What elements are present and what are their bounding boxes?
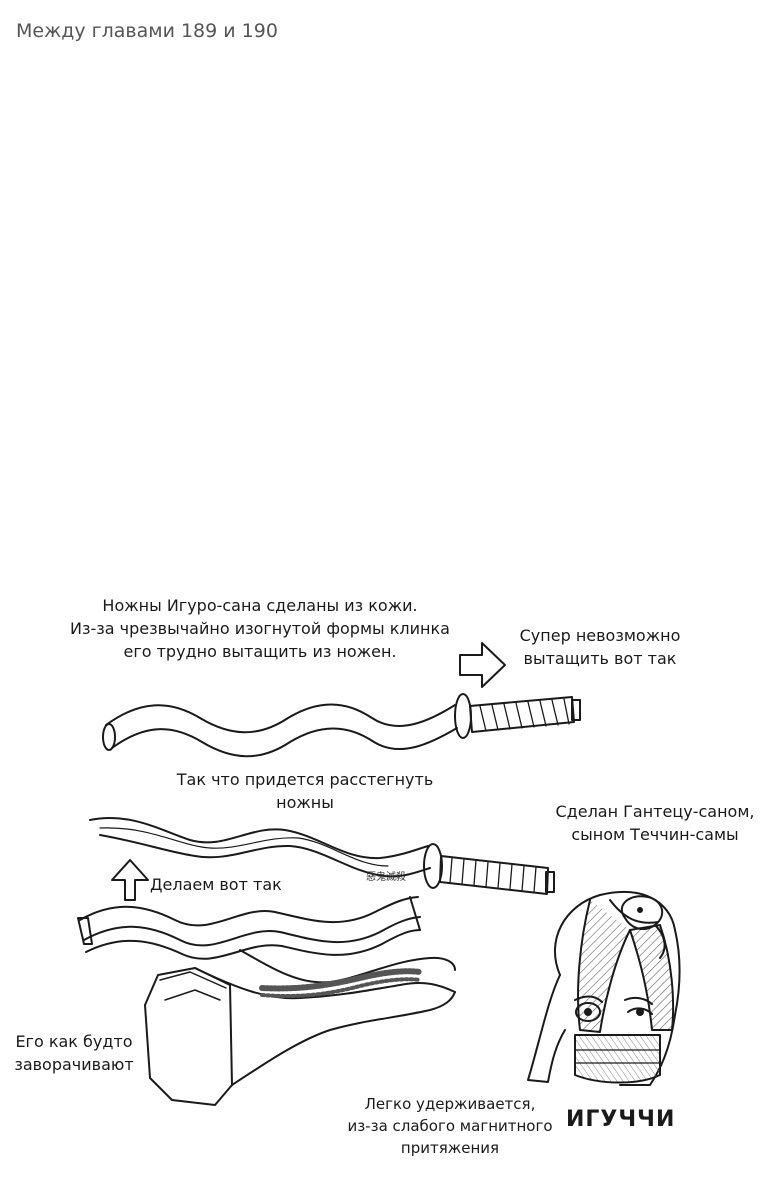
caption-line: Супер невозможно (519, 626, 681, 645)
sheath-opened (77, 896, 421, 960)
caption-line: Так что придется расстегнуть (176, 770, 434, 789)
caption-line: ножны (276, 793, 334, 813)
blade-engraving: 惡鬼滅殺 (366, 870, 406, 883)
caption-line: притяжения (400, 1138, 500, 1157)
caption-wrapped: Его как будто заворачивают (14, 1030, 134, 1076)
caption-line: Ножны Игуро-сана сделаны из кожи. (102, 596, 418, 615)
sword-sheathed (102, 693, 581, 758)
caption-line: Из-за чрезвычайно изогнутой формы клинка (70, 619, 450, 639)
page-header: Между главами 189 и 190 (16, 20, 278, 42)
caption-unbutton: Так что придется расстегнуть ножны (140, 768, 470, 814)
caption-made-by: Сделан Гантецу-саном, сыном Теччин-самы (540, 800, 764, 846)
caption-line: Его как будто (15, 1032, 133, 1051)
caption-line: вытащить вот так (523, 649, 677, 669)
caption-line: заворачивают (14, 1055, 134, 1075)
arrow-up-icon (111, 859, 149, 901)
caption-line: из-за слабого магнитного (347, 1116, 553, 1135)
sword-drawn (89, 817, 555, 895)
caption-do-it: Делаем вот так (150, 875, 282, 894)
caption-impossible-pull: Супер невозможно вытащить вот так (500, 624, 700, 670)
iguchchi-character (527, 890, 681, 1086)
caption-magnet: Легко удерживается, из-за слабого магнит… (330, 1094, 570, 1159)
arrow-right-icon (459, 642, 506, 688)
caption-line: Легко удерживается, (364, 1095, 536, 1113)
character-name: ИГУЧЧИ (566, 1107, 676, 1132)
sheath-closeup (144, 949, 456, 1106)
caption-line: его трудно вытащить из ножен. (123, 642, 397, 662)
caption-line: Сделан Гантецу-саном, (555, 802, 755, 821)
caption-line: сыном Теччин-самы (571, 825, 739, 845)
caption-sheath-intro: Ножны Игуро-сана сделаны из кожи. Из-за … (60, 594, 460, 664)
